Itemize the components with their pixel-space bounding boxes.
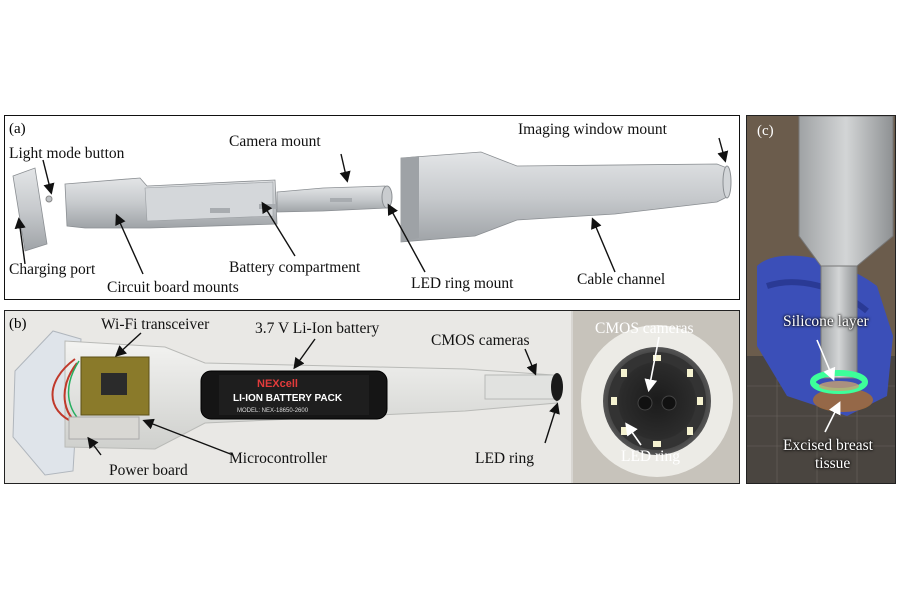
arrow-circuit-board bbox=[115, 213, 144, 275]
panel-b-device-photo: NEXcell LI-ION BATTERY PACK MODEL: NEX-1… bbox=[4, 310, 740, 484]
arrow-power-board bbox=[87, 436, 102, 456]
device-shaft-upper bbox=[798, 116, 894, 267]
tube-slot bbox=[330, 198, 352, 202]
label-battery-compartment: Battery compartment bbox=[229, 259, 361, 276]
arrow-led-ring bbox=[544, 402, 560, 444]
battery-brand: NEXcell bbox=[257, 378, 298, 390]
label-circuit-board-mounts: Circuit board mounts bbox=[107, 279, 239, 296]
cad-exploded-view bbox=[12, 137, 732, 275]
label-imaging-window-mount: Imaging window mount bbox=[518, 121, 667, 138]
window-end bbox=[722, 165, 732, 199]
panel-c-tag: (c) bbox=[757, 123, 774, 139]
device-shaft bbox=[820, 265, 858, 379]
arrow-battery bbox=[261, 201, 296, 257]
label-excised-line2: tissue bbox=[815, 455, 851, 472]
panel-a-cad-render: (a) Light mode button Camera mount Imagi… bbox=[4, 115, 740, 300]
battery-model-text: MODEL: NEX-18650-2600 bbox=[237, 408, 309, 414]
end-cap-plate bbox=[12, 167, 48, 252]
arrow-cmos bbox=[524, 348, 537, 376]
label-wifi-transceiver: Wi-Fi transceiver bbox=[101, 316, 210, 333]
imaging-window-mount-part bbox=[400, 151, 730, 243]
label-excised-line1: Excised breast bbox=[783, 437, 873, 454]
label-light-mode-button: Light mode button bbox=[9, 145, 125, 162]
label-inset-led-ring: LED ring bbox=[621, 448, 680, 465]
device-photo-drawing: NEXcell LI-ION BATTERY PACK MODEL: NEX-1… bbox=[5, 311, 739, 483]
chassis-slot-1 bbox=[210, 208, 230, 213]
label-charging-port: Charging port bbox=[9, 261, 96, 278]
inset-leds bbox=[611, 355, 703, 447]
inset-bore bbox=[603, 347, 711, 455]
silicone-layer-part bbox=[819, 381, 859, 391]
chip bbox=[101, 373, 127, 395]
chassis-slot-2 bbox=[259, 204, 277, 209]
led-ring-end bbox=[551, 373, 563, 401]
arrow-cable-channel bbox=[591, 217, 616, 273]
battery-label-band bbox=[219, 375, 369, 415]
arrow-camera-mount bbox=[339, 153, 351, 183]
arrow-charging-port bbox=[14, 217, 26, 265]
inset-camera-right bbox=[661, 395, 677, 411]
label-silicone-layer: Silicone layer bbox=[783, 313, 869, 330]
arrow-led-ring-mount bbox=[387, 203, 426, 273]
panel-a-tag: (a) bbox=[9, 121, 26, 137]
panel-c-tissue-imaging-photo: (c) Silicone layer Excised breast tissue bbox=[746, 115, 896, 484]
label-camera-mount: Camera mount bbox=[229, 133, 321, 150]
inset-camera-left bbox=[637, 395, 653, 411]
label-inset-cmos-cameras: CMOS cameras bbox=[595, 320, 694, 337]
excised-tissue bbox=[813, 388, 873, 412]
arrow-imaging-window bbox=[717, 137, 729, 163]
arrow-excised-tissue bbox=[824, 401, 841, 433]
label-cmos-cameras: CMOS cameras bbox=[431, 332, 530, 349]
label-led-ring-mount: LED ring mount bbox=[411, 275, 514, 292]
label-cable-channel: Cable channel bbox=[577, 271, 666, 288]
battery-pack-text: LI-ION BATTERY PACK bbox=[233, 393, 343, 404]
arrow-battery-label bbox=[293, 338, 316, 370]
led-ring-mount-part bbox=[381, 185, 393, 209]
label-microcontroller: Microcontroller bbox=[229, 450, 328, 467]
arrow-inset-cmos bbox=[644, 336, 660, 393]
arrow-wifi bbox=[114, 332, 142, 357]
label-power-board: Power board bbox=[109, 462, 188, 479]
arrow-inset-led bbox=[625, 422, 642, 446]
arrow-silicone-layer bbox=[816, 339, 836, 381]
panel-b-tag: (b) bbox=[9, 316, 27, 332]
light-mode-button-part bbox=[45, 195, 53, 203]
battery-compartment-part bbox=[144, 181, 274, 222]
power-board bbox=[68, 416, 140, 440]
housing-opening bbox=[401, 156, 419, 242]
clear-end-cap bbox=[12, 330, 82, 476]
arrow-light-mode bbox=[42, 159, 55, 195]
imaging-photo-drawing bbox=[747, 116, 895, 483]
camera-tube-end bbox=[484, 374, 556, 400]
label-battery: 3.7 V Li-Ion battery bbox=[255, 320, 380, 337]
label-led-ring: LED ring bbox=[475, 450, 534, 467]
arrow-microcontroller bbox=[142, 418, 234, 456]
